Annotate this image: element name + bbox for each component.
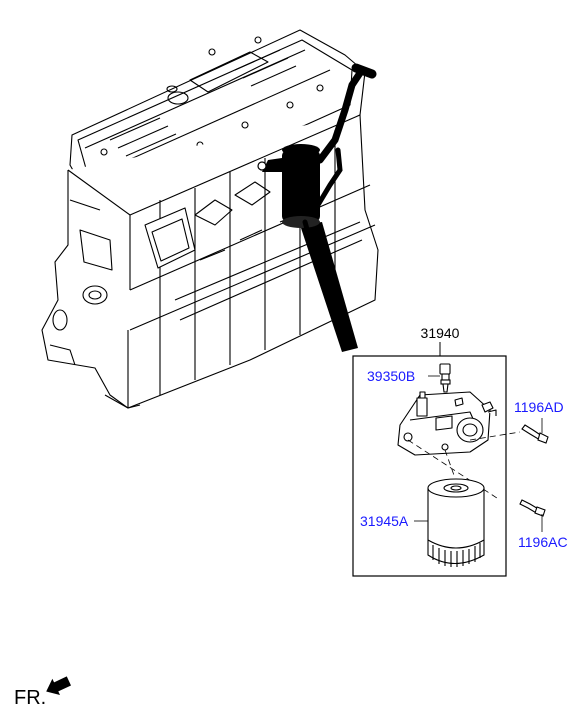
sensor-part	[439, 363, 451, 393]
link-31945A[interactable]: 31945A	[360, 513, 409, 529]
link-1196AD[interactable]: 1196AD	[514, 399, 564, 415]
label-31940: 31940	[421, 325, 460, 341]
front-arrow-icon	[46, 676, 71, 696]
assembly-lines	[407, 431, 521, 501]
front-indicator-label: FR.	[14, 687, 46, 709]
link-39350B[interactable]: 39350B	[367, 368, 415, 384]
breather-assembly	[257, 63, 377, 352]
filter-head-part	[397, 391, 497, 456]
oil-filter-part	[427, 478, 485, 567]
link-1196AC[interactable]: 1196AC	[518, 534, 568, 550]
engine-block-illustration	[41, 29, 379, 409]
bolt-1196ac-part	[519, 499, 546, 517]
bolt-1196ad-part	[521, 424, 549, 444]
